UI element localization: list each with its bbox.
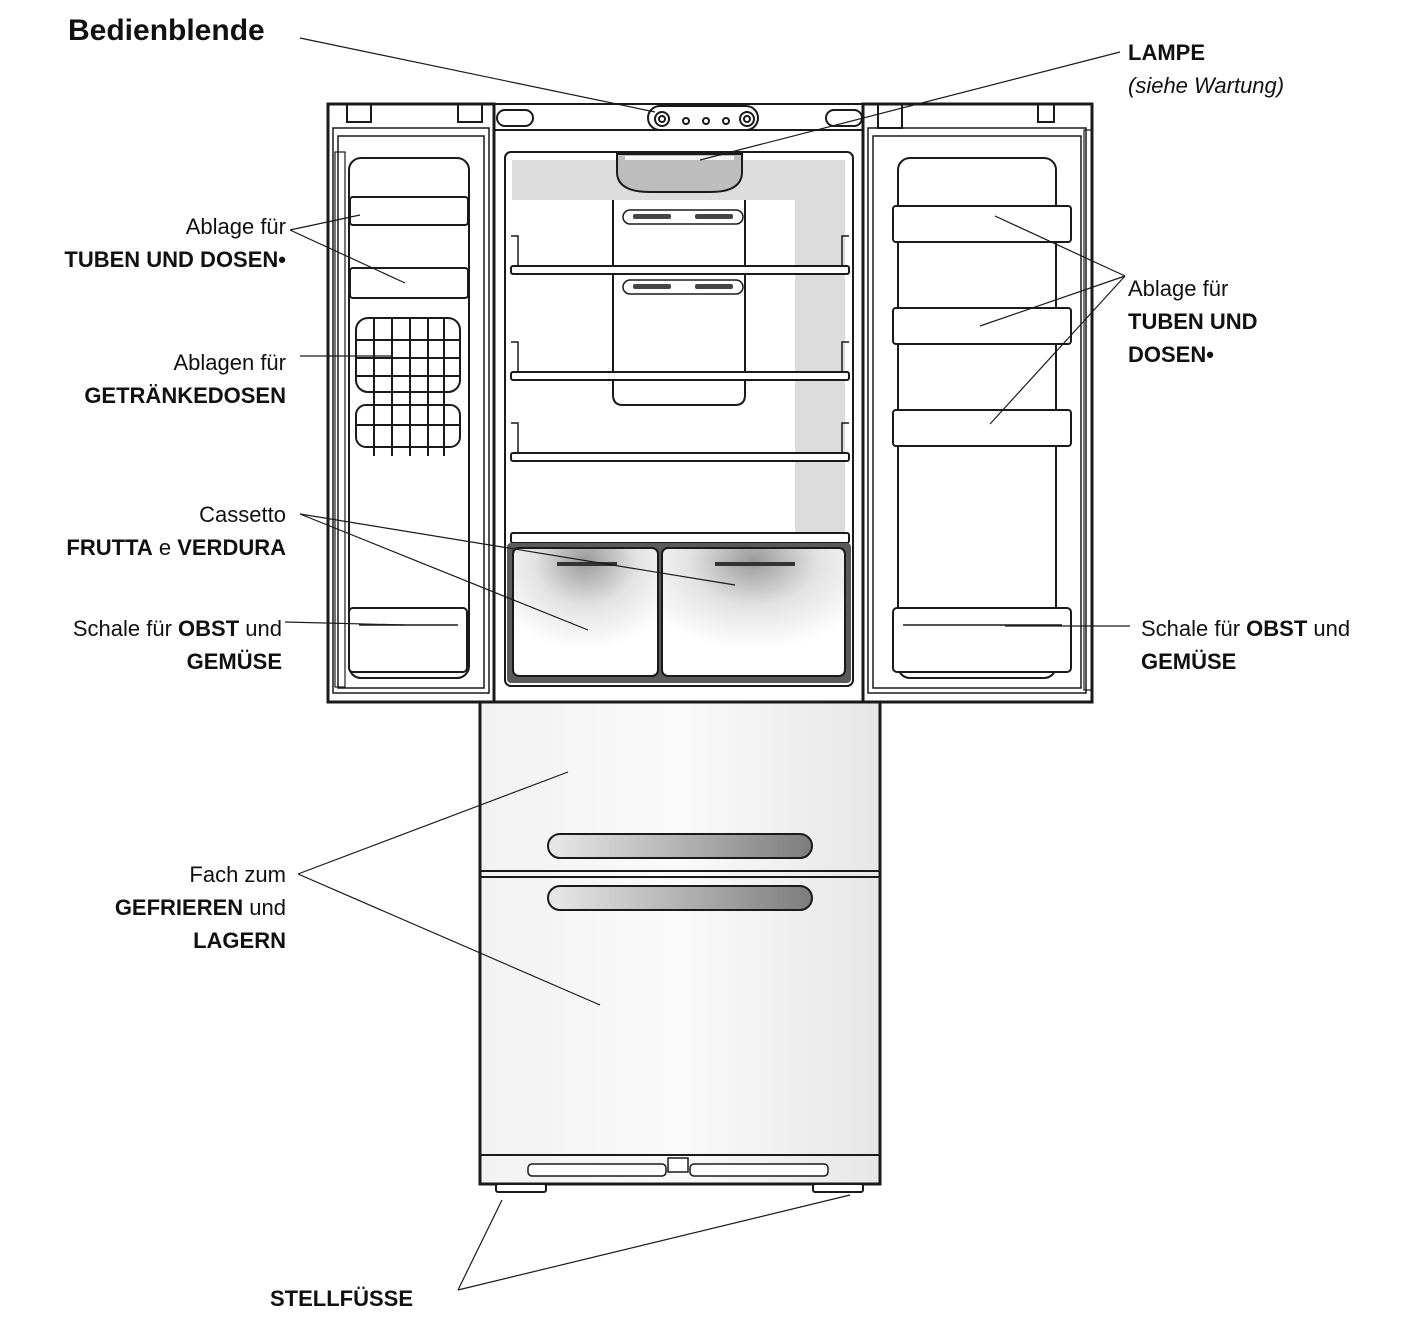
label-fruit-bin-right: Schale für OBST und GEMÜSE (1141, 612, 1350, 678)
label-lamp: LAMPE (siehe Wartung) (1128, 36, 1284, 102)
label-fruit-bin-left-bold: OBST (178, 616, 240, 641)
label-freezer: Fach zum GEFRIEREN und LAGERN (115, 858, 286, 957)
glass-shelves (510, 265, 850, 544)
label-freezer-line1: Fach zum (189, 862, 286, 887)
label-right-door-shelf: Ablage für TUBEN UND DOSEN• (1128, 272, 1258, 371)
label-fruit-bin-right-post: und (1307, 616, 1351, 641)
label-fruit-bin-right-pre: Schale für (1141, 616, 1247, 641)
leader-lines (284, 37, 1130, 1291)
fridge-compartment (493, 129, 865, 703)
label-left-door-shelf-line2: TUBEN UND DOSEN• (64, 247, 286, 272)
label-fruit-bin-right-bold: OBST (1246, 616, 1308, 641)
label-feet: STELLFÜSSE (270, 1286, 414, 1311)
label-left-door-shelf: Ablage für TUBEN UND DOSEN• (64, 210, 286, 276)
label-right-door-shelf-line3: DOSEN• (1128, 342, 1214, 367)
label-left-door-shelf-line1: Ablage für (185, 214, 286, 239)
left-door (326, 102, 496, 704)
label-lamp-title: LAMPE (1128, 40, 1205, 65)
adjustable-feet (495, 1183, 864, 1193)
label-crisper-verdura: VERDURA (177, 535, 286, 560)
label-crisper-e: e (152, 535, 178, 560)
lamp-housing (616, 153, 743, 193)
control-panel (647, 105, 759, 131)
label-right-door-shelf-line1: Ablage für (1128, 276, 1229, 301)
label-can-racks: Ablagen für GETRÄNKEDOSEN (84, 346, 286, 412)
label-freezer-post1: und (243, 895, 286, 920)
label-fruit-bin-left: Schale für OBST und GEMÜSE (73, 612, 282, 678)
kick-plate (527, 1157, 829, 1177)
label-crisper-line1: Cassetto (199, 502, 286, 527)
label-freezer-bold1: GEFRIEREN (114, 895, 244, 920)
label-can-racks-line2: GETRÄNKEDOSEN (84, 383, 286, 408)
label-right-door-shelf-line2: TUBEN UND (1128, 309, 1258, 334)
label-freezer-line3: LAGERN (193, 928, 286, 953)
freezer-drawers (478, 700, 882, 1193)
label-lamp-note: (siehe Wartung) (1128, 73, 1285, 98)
can-rack (355, 317, 461, 456)
label-fruit-bin-left-pre: Schale für (72, 616, 179, 641)
label-fruit-bin-left-line2: GEMÜSE (186, 649, 282, 674)
label-fruit-bin-left-post: und (239, 616, 282, 641)
cabinet (491, 103, 865, 131)
right-door (861, 102, 1094, 704)
label-crisper: Cassetto FRUTTA e VERDURA (66, 498, 286, 564)
label-control-panel: Bedienblende (68, 14, 265, 47)
label-can-racks-line1: Ablagen für (173, 350, 286, 375)
crisper-drawers (507, 543, 851, 683)
label-crisper-frutta: FRUTTA (66, 535, 153, 560)
label-fruit-bin-right-line2: GEMÜSE (1141, 649, 1237, 674)
